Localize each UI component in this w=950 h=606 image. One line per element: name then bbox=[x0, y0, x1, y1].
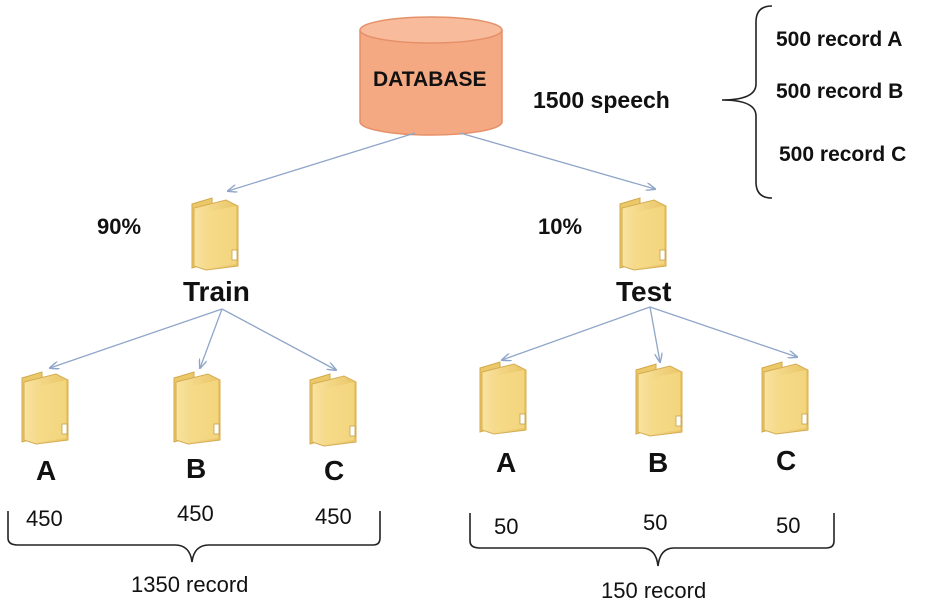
record-a-row: 500 record A bbox=[776, 28, 902, 52]
arrow-test-to-c bbox=[649, 306, 797, 357]
train-total: 1350 record bbox=[131, 572, 249, 597]
train-folder-icon bbox=[191, 197, 239, 271]
arrow-train-to-b bbox=[200, 308, 223, 368]
train-percent: 90% bbox=[97, 214, 142, 239]
record-b-row: 500 record B bbox=[776, 80, 903, 104]
train-class-b: B bbox=[186, 453, 207, 484]
train-folder-b-icon bbox=[173, 371, 221, 445]
test-total: 150 record bbox=[601, 578, 707, 603]
train-count-c: 450 bbox=[315, 504, 352, 529]
test-folder-c-icon bbox=[761, 361, 809, 435]
test-class-c: C bbox=[776, 445, 797, 476]
train-count-a: 450 bbox=[26, 506, 63, 531]
test-count-c: 50 bbox=[776, 513, 801, 538]
test-percent: 10% bbox=[538, 214, 583, 239]
train-count-b: 450 bbox=[177, 501, 214, 526]
train-folder-a-icon bbox=[21, 371, 69, 445]
record-c-count: 500 bbox=[779, 143, 815, 166]
record-b-label: record B bbox=[816, 80, 904, 103]
train-class-c: C bbox=[324, 455, 345, 486]
database-icon bbox=[359, 16, 503, 136]
train-class-a: A bbox=[36, 455, 57, 486]
test-folder-b-icon bbox=[635, 363, 683, 437]
braces bbox=[7, 5, 835, 567]
test-class-a: A bbox=[496, 447, 517, 478]
arrow-train-to-a bbox=[50, 308, 223, 368]
test-folder-a-icon bbox=[479, 361, 527, 435]
test-count-b: 50 bbox=[643, 510, 668, 535]
database-label: DATABASE bbox=[373, 68, 487, 91]
connector-arrows bbox=[50, 132, 797, 370]
records-brace bbox=[721, 5, 773, 199]
arrow-test-to-a bbox=[502, 306, 651, 360]
arrow-test-to-b bbox=[649, 306, 660, 362]
arrow-train-to-c bbox=[221, 308, 336, 370]
train-title: Train bbox=[183, 276, 250, 307]
speech-total-label: 1500 speech bbox=[533, 87, 670, 113]
record-c-label: record C bbox=[819, 143, 907, 166]
test-title: Test bbox=[616, 276, 672, 307]
train-brace bbox=[7, 511, 381, 563]
train-folder-c-icon bbox=[309, 373, 357, 447]
arrow-db-to-test bbox=[459, 132, 655, 189]
test-class-b: B bbox=[648, 447, 669, 478]
test-folder-icon bbox=[619, 197, 667, 271]
record-a-label: record A bbox=[816, 28, 903, 51]
test-count-a: 50 bbox=[494, 514, 519, 539]
record-b-count: 500 bbox=[776, 80, 812, 103]
arrow-db-to-train bbox=[228, 132, 416, 191]
record-c-row: 500 record C bbox=[779, 143, 906, 167]
record-a-count: 500 bbox=[776, 28, 812, 51]
test-brace bbox=[469, 513, 835, 567]
